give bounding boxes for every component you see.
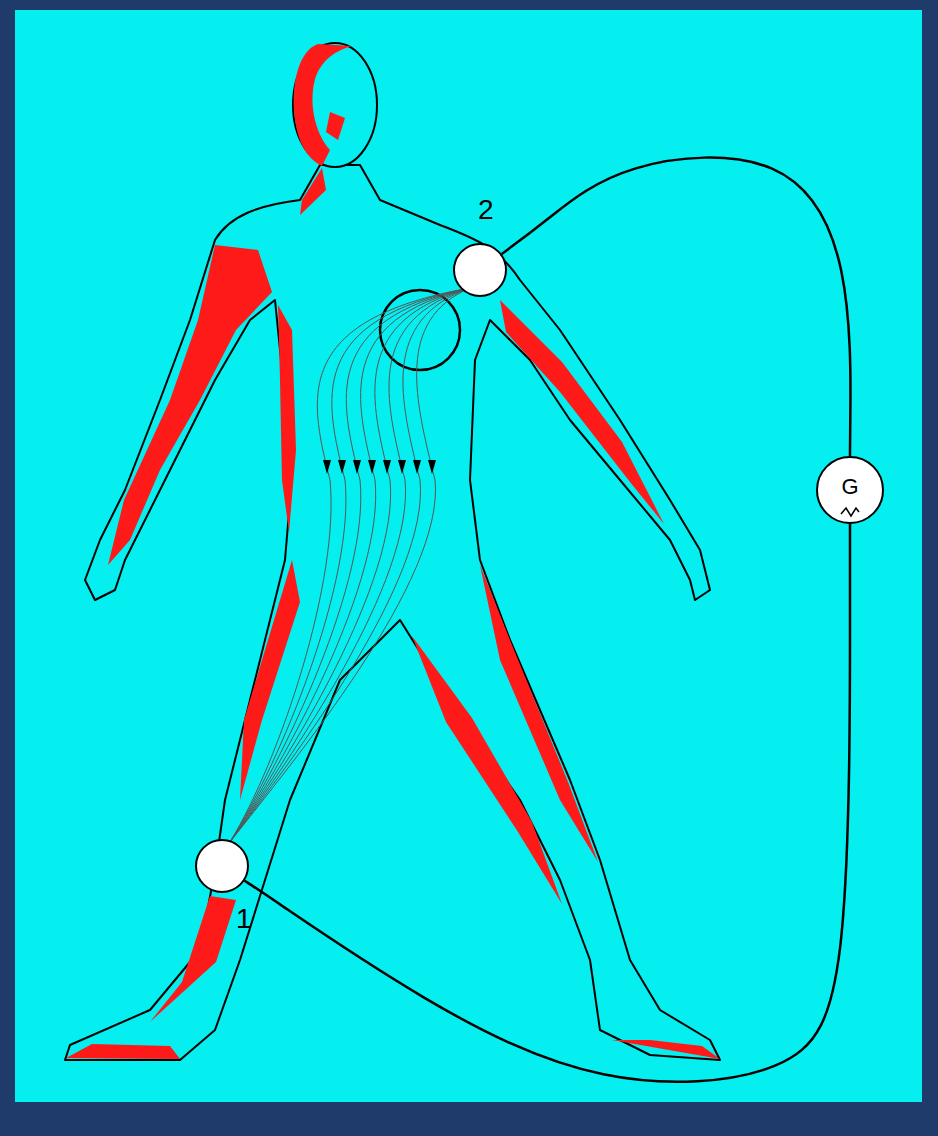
leg-shading: [150, 896, 236, 1022]
field-arrow: [353, 460, 361, 474]
foot-shading: [612, 1040, 720, 1059]
red-shading: [66, 44, 720, 1059]
field-arrow: [338, 460, 346, 474]
field-arrow: [368, 460, 376, 474]
field-line: [230, 288, 470, 842]
electrode-number: 2: [478, 196, 494, 224]
leg-shading: [480, 565, 598, 862]
field-line: [230, 288, 470, 842]
field-lines: [230, 288, 470, 842]
electrode-number: 1: [236, 905, 252, 933]
wire: [245, 524, 850, 1082]
field-line: [230, 288, 470, 842]
arm-shading: [108, 245, 272, 565]
field-line: [230, 288, 470, 842]
background-panel: [15, 10, 922, 1102]
leg-shading: [412, 636, 562, 904]
field-line: [230, 288, 470, 842]
field-arrow: [383, 460, 391, 474]
wire: [502, 158, 851, 456]
field-line: [230, 288, 470, 842]
electrode-circle: 1: [195, 839, 249, 893]
field-arrow: [323, 460, 331, 474]
galvanometer-circle: G: [816, 456, 884, 524]
field-arrow: [413, 460, 421, 474]
field-arrow: [398, 460, 406, 474]
arm-shading: [500, 300, 664, 524]
body-outline: [65, 165, 720, 1060]
instrument-label: G: [841, 476, 858, 498]
field-arrow: [428, 460, 436, 474]
field-arrows: [323, 460, 436, 474]
field-line: [230, 288, 470, 842]
field-line: [230, 288, 470, 842]
electrode-circle: 2: [453, 243, 507, 297]
foot-shading: [66, 1044, 180, 1059]
head-shading: [294, 44, 352, 166]
torso-shading: [278, 305, 296, 532]
neck-shading: [300, 168, 326, 215]
head-outline: [293, 43, 377, 167]
face-shading: [326, 112, 345, 140]
